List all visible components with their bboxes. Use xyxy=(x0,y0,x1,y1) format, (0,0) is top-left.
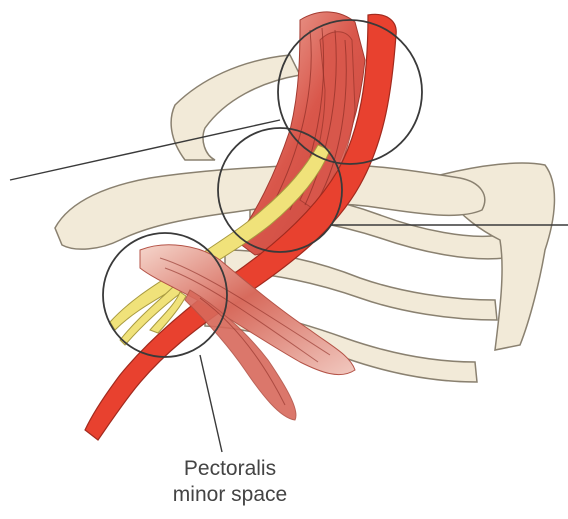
caption-line-2: minor space xyxy=(150,482,310,508)
caption-line-1: Pectoralis xyxy=(150,456,310,482)
leader-line-caption xyxy=(200,355,222,452)
